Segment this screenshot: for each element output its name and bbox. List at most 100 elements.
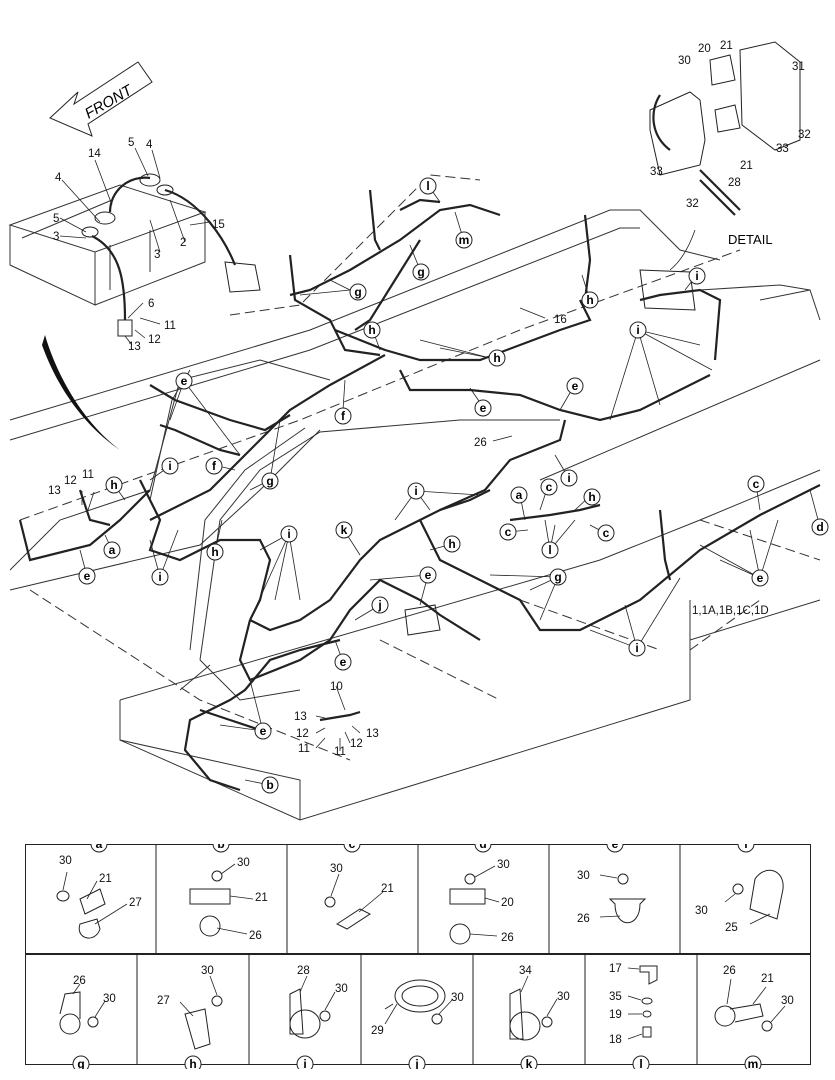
svg-text:17: 17	[609, 963, 622, 975]
svg-text:e: e	[84, 569, 91, 583]
legend-cell-e: 30 26	[577, 870, 647, 925]
svg-text:20: 20	[501, 897, 514, 909]
wiring-harness	[18, 189, 821, 792]
part-label-13: 13	[128, 341, 141, 353]
svg-text:m: m	[748, 1057, 759, 1069]
part-label-11: 11	[82, 469, 94, 481]
svg-text:25: 25	[725, 922, 738, 934]
detail-inset: DETAIL	[649, 41, 801, 271]
callout-b: b	[261, 776, 279, 794]
legend-cell-d: 30 20 26	[449, 859, 514, 945]
callout-i: i	[161, 457, 179, 475]
svg-text:30: 30	[335, 983, 348, 995]
svg-text:a: a	[516, 488, 523, 502]
svg-text:f: f	[744, 844, 749, 851]
part-label-12: 12	[296, 728, 309, 740]
callout-h: h	[105, 476, 123, 494]
svg-text:k: k	[526, 1057, 533, 1069]
svg-text:i: i	[303, 1057, 306, 1069]
svg-text:26: 26	[723, 965, 736, 977]
legend-cell-c: 30 21	[324, 863, 394, 930]
callout-h: h	[206, 543, 224, 561]
svg-text:30: 30	[59, 855, 72, 867]
callout-e: e	[334, 653, 352, 671]
legend-cell-i: 28 30	[289, 965, 348, 1039]
callout-c: c	[597, 524, 615, 542]
letter-callouts: l m g g h h h i i e e e f i i f g h i c …	[78, 177, 829, 794]
callout-i: i	[151, 568, 169, 586]
legend-letter-c: c	[343, 844, 361, 853]
callout-e: e	[474, 399, 492, 417]
svg-text:21: 21	[99, 873, 112, 885]
clamp-legend: 30 21 27 30 21 26 30 21 30 20 26	[25, 844, 811, 1069]
svg-text:m: m	[459, 233, 470, 247]
part-label-6: 6	[148, 298, 154, 310]
front-label: FRONT	[82, 81, 137, 122]
svg-text:l: l	[548, 543, 551, 557]
part-label-12: 12	[64, 475, 77, 487]
callout-h: h	[443, 535, 461, 553]
part-label-13: 13	[294, 711, 307, 723]
legend-cell-l: 17 35 19 18	[609, 963, 658, 1046]
svg-text:c: c	[546, 480, 553, 494]
part-label-30: 30	[678, 55, 691, 67]
svg-text:30: 30	[330, 863, 343, 875]
svg-text:i: i	[695, 269, 698, 283]
legend-cell-h: 30 27	[157, 965, 223, 1050]
svg-text:j: j	[414, 1057, 418, 1069]
part-label-3: 3	[53, 231, 59, 243]
svg-text:19: 19	[609, 1009, 622, 1021]
callout-a: a	[510, 486, 528, 504]
callout-i: i	[629, 321, 647, 339]
part-label-31: 31	[792, 61, 805, 73]
svg-text:l: l	[426, 179, 429, 193]
part-label-14: 14	[88, 148, 101, 160]
part-label-5: 5	[128, 137, 134, 149]
legend-letter-j: j	[408, 1055, 426, 1069]
front-arrow: FRONT	[49, 61, 153, 137]
callout-g: g	[261, 472, 279, 490]
legend-letter-e: e	[606, 844, 624, 853]
svg-text:h: h	[588, 490, 595, 504]
svg-text:30: 30	[577, 870, 590, 882]
svg-text:e: e	[260, 724, 267, 738]
svg-text:i: i	[635, 641, 638, 655]
svg-text:30: 30	[103, 993, 116, 1005]
svg-text:h: h	[448, 537, 455, 551]
model-label: 1,1A,1B,1C,1D	[692, 605, 769, 617]
callout-h: h	[583, 488, 601, 506]
battery-box	[8, 173, 261, 337]
part-label-3: 3	[154, 249, 160, 261]
svg-text:i: i	[567, 471, 570, 485]
legend-letter-i: i	[296, 1055, 314, 1069]
part-label-11: 11	[334, 746, 346, 758]
legend-cell-k: 34 30	[509, 965, 570, 1041]
svg-text:26: 26	[501, 932, 514, 944]
part-label-33: 33	[776, 143, 789, 155]
svg-text:a: a	[109, 543, 116, 557]
part-label-10: 10	[330, 681, 343, 693]
svg-text:c: c	[349, 844, 356, 851]
svg-text:e: e	[757, 571, 764, 585]
svg-text:h: h	[211, 545, 218, 559]
part-number-labels: 14 5 4 4 5 3 3 2 15 6 11 12 13 16 26 13 …	[48, 40, 811, 758]
part-label-28: 28	[728, 177, 741, 189]
legend-cell-a: 30 21 27	[56, 855, 142, 939]
svg-text:30: 30	[497, 859, 510, 871]
callout-i: i	[560, 469, 578, 487]
callout-m: m	[455, 231, 473, 249]
legend-cell-f: 30 25	[695, 869, 784, 934]
svg-text:26: 26	[577, 913, 590, 925]
svg-text:21: 21	[761, 973, 774, 985]
callout-i: i	[688, 267, 706, 285]
callout-d: d	[811, 518, 829, 536]
callout-e: e	[175, 372, 193, 390]
legend-letter-a: a	[90, 844, 108, 853]
part-label-13: 13	[366, 728, 379, 740]
part-label-13: 13	[48, 485, 61, 497]
svg-text:f: f	[341, 409, 346, 423]
svg-text:d: d	[479, 844, 486, 851]
callout-c: c	[540, 478, 558, 496]
legend-letter-l: l	[632, 1055, 650, 1069]
callout-g: g	[412, 263, 430, 281]
